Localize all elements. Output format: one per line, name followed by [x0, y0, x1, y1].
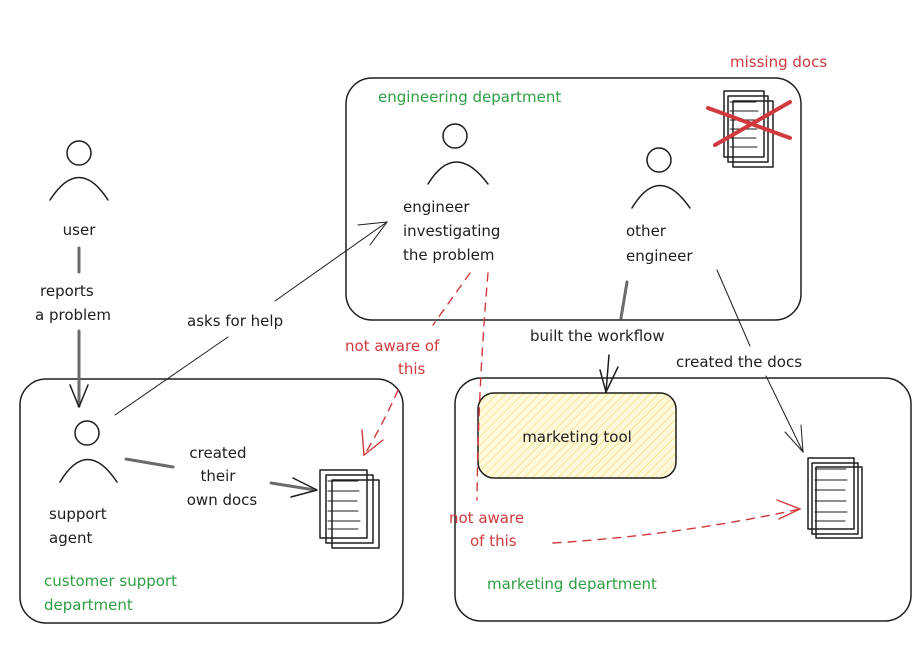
- reports-label-2: a problem: [35, 306, 111, 324]
- not-aware-annotation-1-line1: not aware of: [345, 337, 440, 355]
- built-workflow-label: built the workflow: [530, 327, 665, 345]
- created-own-docs-arrow: [124, 457, 318, 498]
- not-aware-arrow-2: [476, 272, 802, 544]
- asks-for-help-label: asks for help: [187, 312, 283, 330]
- user-person-icon: [49, 140, 109, 201]
- engineer-label-2: investigating: [403, 222, 500, 240]
- customer-support-department-label-1: customer support: [44, 572, 177, 590]
- support-agent-person-icon: [59, 420, 118, 483]
- not-aware-arrow-1: [361, 272, 471, 457]
- reports-label-1: reports: [40, 282, 94, 300]
- created-docs-arrow: [716, 269, 804, 454]
- missing-docs-icon: [706, 90, 792, 168]
- created-own-docs-label-2: their: [201, 467, 237, 485]
- reports-problem-arrow: [69, 246, 89, 408]
- customer-support-department-box[interactable]: [19, 378, 404, 624]
- customer-support-department-label-2: department: [44, 596, 133, 614]
- engineer-label-3: the problem: [403, 246, 494, 264]
- support-agent-label-1: support: [49, 505, 107, 523]
- marketing-department-box[interactable]: [454, 377, 912, 622]
- engineering-department-box[interactable]: [345, 77, 802, 321]
- marketing-department-label: marketing department: [487, 575, 657, 593]
- engineer-label-1: engineer: [403, 198, 470, 216]
- other-engineer-label-1: other: [626, 222, 667, 240]
- built-workflow-arrow: [599, 280, 629, 393]
- asks-for-help-arrow: [114, 221, 389, 416]
- missing-docs-annotation: missing docs: [730, 53, 827, 71]
- engineering-department-label: engineering department: [378, 88, 561, 106]
- created-own-docs-label-3: own docs: [187, 491, 258, 509]
- marketing-docs-icon: [807, 457, 863, 539]
- marketing-tool-node[interactable]: [477, 392, 677, 479]
- not-aware-annotation-2-line2: of this: [470, 532, 517, 550]
- other-engineer-person-icon: [631, 147, 691, 209]
- not-aware-annotation-1-line2: this: [398, 360, 426, 378]
- support-docs-icon: [319, 469, 380, 549]
- not-aware-annotation-2-line1: not aware: [449, 509, 524, 527]
- created-own-docs-label-1: created: [189, 444, 246, 462]
- user-label: user: [63, 221, 97, 239]
- other-engineer-label-2: engineer: [626, 247, 693, 265]
- created-docs-label: created the docs: [676, 353, 802, 371]
- engineer-person-icon: [427, 123, 489, 185]
- marketing-tool-label: marketing tool: [522, 428, 632, 446]
- support-agent-label-2: agent: [49, 529, 92, 547]
